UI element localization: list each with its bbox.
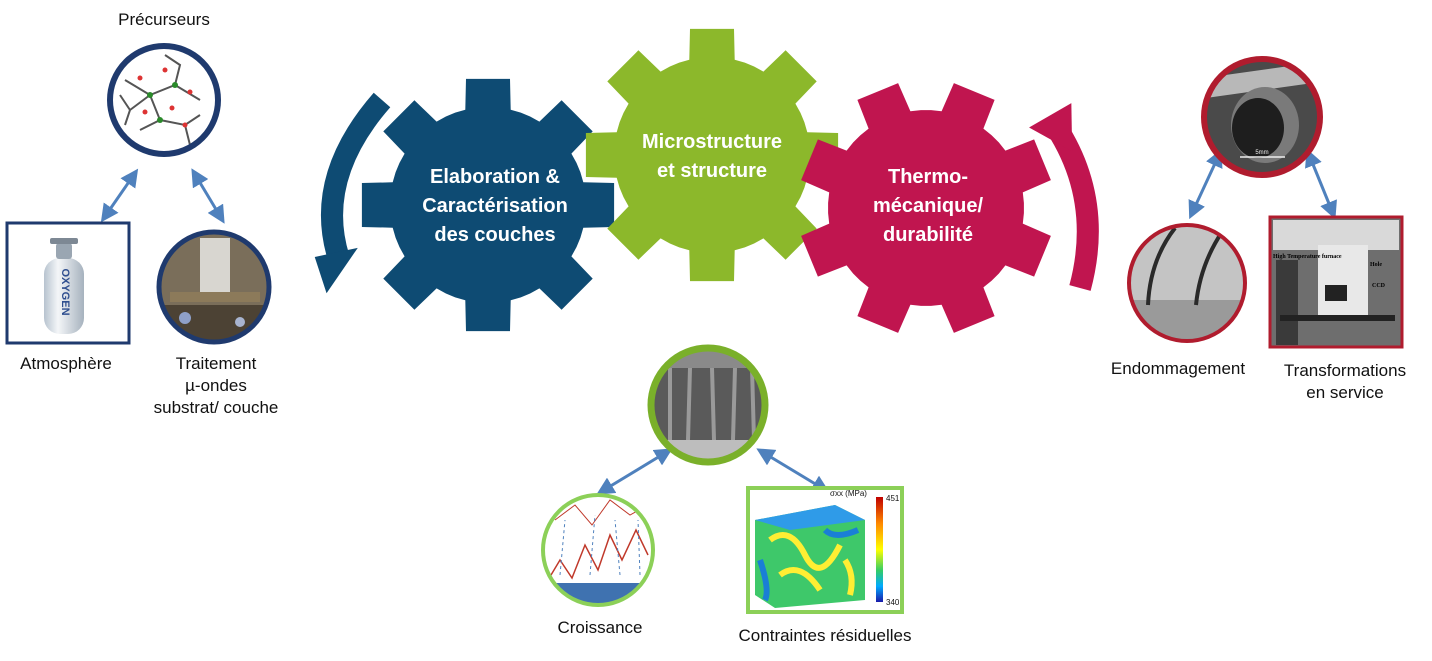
colorbar-max: 451 — [886, 494, 900, 503]
residual-stress-label: Contraintes résiduelles — [738, 626, 912, 645]
precursors-label: Précurseurs — [118, 10, 210, 29]
treatment-line3: substrat/ couche — [153, 398, 279, 417]
damage-label: Endommagement — [1110, 359, 1246, 378]
gear-thermo — [801, 83, 1051, 333]
connector-arrows — [100, 148, 1337, 495]
damage-crack-image — [1127, 223, 1247, 343]
fractured-fiber-image: 5mm — [1201, 56, 1323, 178]
cylinder-label: OXYGEN — [59, 268, 71, 315]
treatment-line2: µ-ondes — [185, 376, 247, 395]
gear-microstructure-label: Microstructure et structure — [612, 128, 812, 186]
rotation-arrow-right — [1029, 103, 1099, 291]
growth-label: Croissance — [557, 618, 643, 637]
residual-stress-map-image: σxx (MPa) 451 340 — [746, 486, 904, 614]
gear-microstructure — [585, 28, 839, 282]
hole-photo-label: Hole — [1370, 262, 1382, 268]
microwave-treatment-image — [156, 229, 272, 345]
gear-microstructure-line1: Microstructure — [641, 131, 783, 153]
furnace-setup-image: High Temperature furnace Hole CCD — [1268, 215, 1404, 349]
gear-microstructure-line2: et structure — [656, 160, 768, 182]
transformations-line1: Transformations — [1283, 361, 1407, 380]
ccd-photo-label: CCD — [1372, 283, 1386, 289]
colorbar-min: 340 — [886, 598, 900, 607]
rotation-arrow-left — [314, 92, 391, 294]
gear-thermo-label: Thermo- mécanique/ durabilité — [828, 163, 1028, 250]
treatment-line1: Traitement — [175, 354, 257, 373]
precursors-molecule-image — [107, 43, 221, 157]
gear-elaboration-line2: Caractérisation — [422, 195, 568, 217]
treatment-label: Traitement µ-ondes substrat/ couche — [140, 353, 292, 419]
gear-thermo-line2: mécanique/ — [872, 195, 984, 217]
colorbar-title: σxx (MPa) — [830, 489, 867, 498]
gear-elaboration — [361, 78, 615, 332]
gear-elaboration-line3: des couches — [434, 224, 556, 246]
gear-thermo-line1: Thermo- — [888, 166, 968, 188]
transformations-line2: en service — [1306, 383, 1384, 402]
gear-thermo-line3: durabilité — [882, 224, 973, 246]
scale-bar-label: 5mm — [1255, 150, 1268, 156]
furnace-photo-label: High Temperature furnace — [1273, 254, 1342, 260]
growth-simulation-image — [541, 493, 655, 607]
transformations-label: Transformations en service — [1262, 360, 1428, 404]
microstructure-sem-image — [647, 344, 769, 466]
gear-elaboration-line1: Elaboration & — [429, 166, 560, 188]
oxygen-cylinder-image: OXYGEN — [5, 221, 131, 345]
gear-elaboration-label: Elaboration & Caractérisation des couche… — [395, 163, 595, 250]
atmosphere-label: Atmosphère — [20, 354, 112, 373]
